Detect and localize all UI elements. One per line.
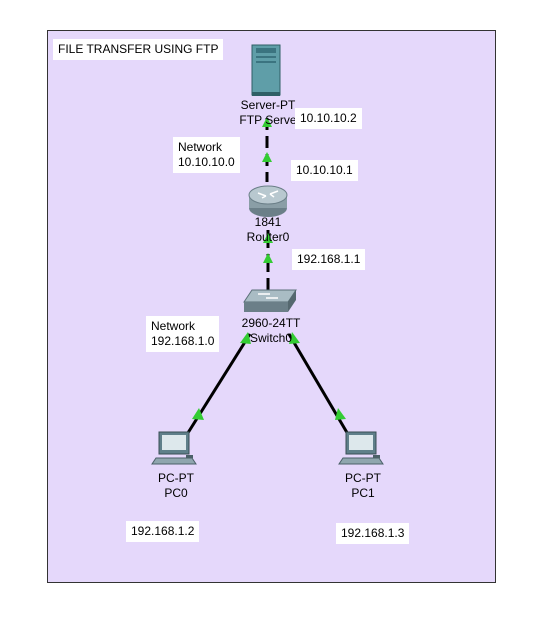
link-status-indicator [262, 117, 272, 127]
link-status-indicator [263, 233, 273, 243]
network-bottom-line1: Network [151, 319, 196, 333]
server-type: Server-PT [240, 98, 296, 112]
router-name: Router0 [246, 230, 290, 244]
server-label[interactable]: Server-PT FTP Serve [239, 98, 296, 128]
router-type: 1841 [254, 215, 282, 229]
pc0-type: PC-PT [158, 471, 194, 485]
server-name: FTP Serve [239, 113, 297, 127]
router-wan-ip-label: 10.10.10.1 [291, 160, 358, 181]
network-bottom-label: Network 192.168.1.0 [146, 316, 220, 352]
link-status-indicator [263, 253, 273, 263]
switch-type: 2960-24TT [241, 316, 301, 330]
network-top-label: Network 10.10.10.0 [173, 137, 240, 173]
pc1-label[interactable]: PC-PT PC1 [345, 471, 381, 501]
pc1-ip-label: 192.168.1.3 [336, 523, 410, 544]
pc-icon[interactable] [338, 431, 384, 465]
switch-label[interactable]: 2960-24TT Switch0 [242, 316, 301, 346]
diagram-title: FILE TRANSFER USING FTP [53, 39, 224, 60]
switch-name: Switch0 [249, 331, 293, 345]
network-top-line1: Network [178, 140, 223, 154]
network-bottom-line2: 192.168.1.0 [151, 334, 215, 348]
pc0-ip-label: 192.168.1.2 [126, 521, 200, 542]
link-status-indicator [240, 332, 251, 344]
pc0-name: PC0 [164, 486, 188, 500]
router-label[interactable]: 1841 Router0 [247, 215, 290, 245]
link-server-router[interactable] [262, 117, 272, 182]
pc-icon[interactable] [151, 431, 197, 465]
router-lan-ip-label: 192.168.1.1 [292, 249, 366, 270]
server-icon[interactable] [251, 44, 281, 96]
link-status-indicator [262, 152, 272, 162]
router-icon[interactable] [248, 185, 288, 217]
link-switch-pc0[interactable] [184, 332, 252, 437]
link-status-indicator [289, 332, 300, 344]
link-switch-pc1[interactable] [287, 332, 351, 437]
switch-icon[interactable] [243, 289, 297, 312]
pc1-name: PC1 [351, 486, 375, 500]
pc1-type: PC-PT [345, 471, 381, 485]
link-status-indicator [192, 408, 204, 420]
link-router-switch[interactable] [263, 230, 273, 292]
network-top-line2: 10.10.10.0 [178, 155, 235, 169]
link-status-indicator [335, 408, 346, 420]
server-ip-label: 10.10.10.2 [295, 108, 362, 129]
pc0-label[interactable]: PC-PT PC0 [158, 471, 194, 501]
